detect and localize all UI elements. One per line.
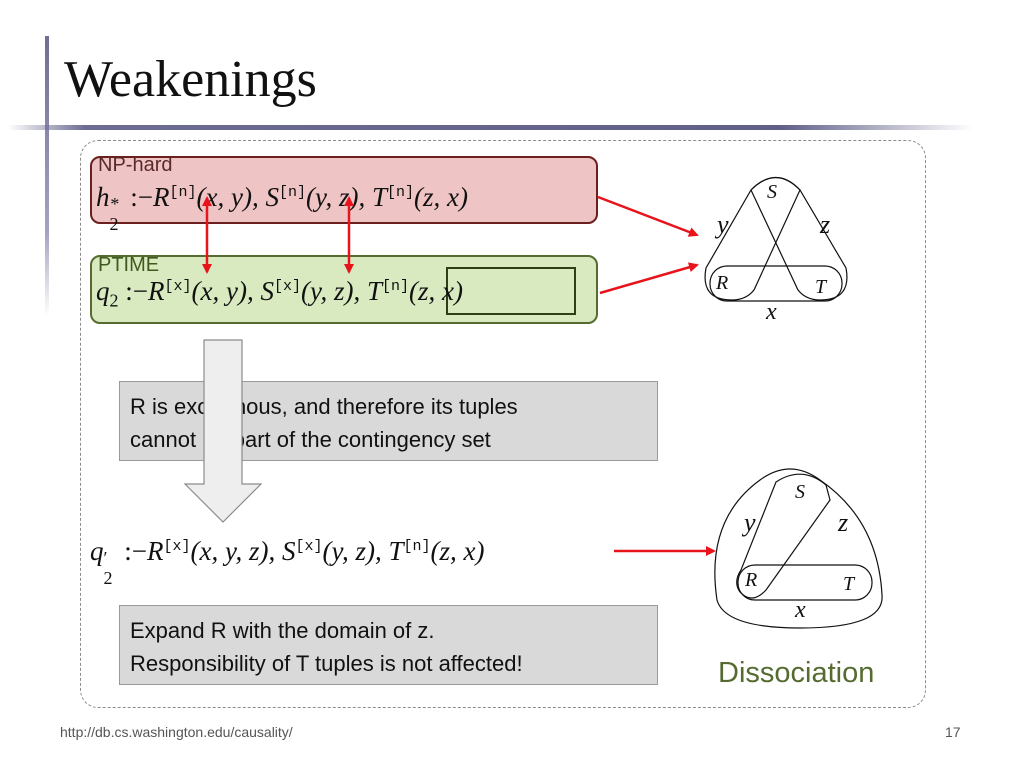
exogenous-note: R is exogenous, and therefore its tuples…: [119, 381, 658, 461]
atom-s-rel: S: [260, 276, 274, 306]
bottom-graph-label-y: y: [744, 508, 756, 537]
atom-t-rel: T: [371, 182, 387, 212]
query-head-sup: *: [109, 194, 119, 214]
note-line: R is exogenous, and therefore its tuples: [130, 394, 518, 419]
note-line: Responsibility of T tuples is not affect…: [130, 651, 523, 676]
atom-s-args: (y, z),: [322, 536, 382, 566]
atom-s-rel: S: [281, 536, 296, 566]
query-sep: :−: [118, 276, 148, 306]
atom-s-ann: [x]: [273, 278, 301, 295]
query-head-prime: ′: [103, 548, 108, 568]
atom-s-args: (y, z),: [305, 182, 366, 212]
atom-r-ann: [x]: [164, 278, 192, 295]
np-hard-label: NP-hard: [98, 154, 173, 176]
query-head: h: [96, 182, 110, 212]
page-number: 17: [945, 724, 961, 740]
ptime-query: q2 :−R[x](x, y), S[x](y, z), T[n](z, x): [96, 276, 463, 311]
bottom-graph-label-r: R: [745, 569, 758, 591]
top-graph-label-x: x: [766, 299, 777, 325]
ptime-label: PTIME: [98, 254, 160, 276]
bottom-graph-label-s: S: [795, 481, 805, 503]
slide-title: Weakenings: [64, 51, 317, 108]
top-graph-label-r: R: [716, 272, 729, 294]
atom-s-ann: [n]: [278, 184, 306, 201]
content-frame: [80, 140, 926, 708]
np-hard-query: h*2 :−R[n](x, y), S[n](y, z), T[n](z, x): [96, 182, 468, 234]
query-sep: :−: [117, 536, 147, 566]
top-graph-label-y: y: [717, 210, 729, 239]
atom-r-args: (x, y),: [191, 276, 254, 306]
top-graph-label-z: z: [820, 210, 831, 239]
note-line: cannot be part of the contingency set: [130, 427, 491, 452]
query-head: q: [96, 276, 110, 306]
atom-t-rel: T: [388, 536, 404, 566]
dissociation-label: Dissociation: [718, 657, 875, 689]
top-graph-label-t: T: [815, 276, 827, 298]
t-atom-highlight-frame: [446, 267, 576, 315]
footer-url: http://db.cs.washington.edu/causality/: [60, 724, 293, 740]
atom-t-rel: T: [366, 276, 382, 306]
query-head-sub: 2: [109, 214, 119, 234]
atom-t-ann: [n]: [386, 184, 414, 201]
atom-s-args: (y, z),: [300, 276, 361, 306]
query-head-sub: 2: [109, 290, 119, 311]
query-sep: :−: [123, 182, 153, 212]
atom-r-args: (x, y),: [196, 182, 259, 212]
atom-r-ann: [x]: [163, 538, 191, 555]
atom-r-rel: R: [152, 182, 170, 212]
bottom-graph-label-t: T: [843, 573, 855, 595]
query-head-sub: 2: [103, 568, 113, 588]
atom-r-args: (x, y, z),: [190, 536, 276, 566]
atom-t-args: (z, x): [409, 276, 463, 306]
title-horizontal-rule: [8, 125, 973, 130]
atom-t-ann: [n]: [403, 538, 431, 555]
expand-note: Expand R with the domain of z. Responsib…: [119, 605, 658, 685]
note-line: Expand R with the domain of z.: [130, 618, 435, 643]
atom-r-ann: [n]: [169, 184, 197, 201]
atom-s-rel: S: [265, 182, 279, 212]
bottom-graph-label-x: x: [795, 597, 806, 623]
atom-t-args: (z, x): [414, 182, 468, 212]
title-vertical-rule: [45, 36, 49, 316]
query-head: q: [90, 536, 104, 566]
atom-r-rel: R: [146, 536, 164, 566]
top-graph-label-s: S: [767, 181, 777, 203]
atom-t-args: (z, x): [430, 536, 485, 566]
bottom-graph-label-z: z: [838, 508, 849, 537]
atom-s-ann: [x]: [295, 538, 323, 555]
dissociated-query: q′2 :−R[x](x, y, z), S[x](y, z), T[n](z,…: [90, 536, 485, 588]
atom-t-ann: [n]: [381, 278, 409, 295]
atom-r-rel: R: [147, 276, 165, 306]
